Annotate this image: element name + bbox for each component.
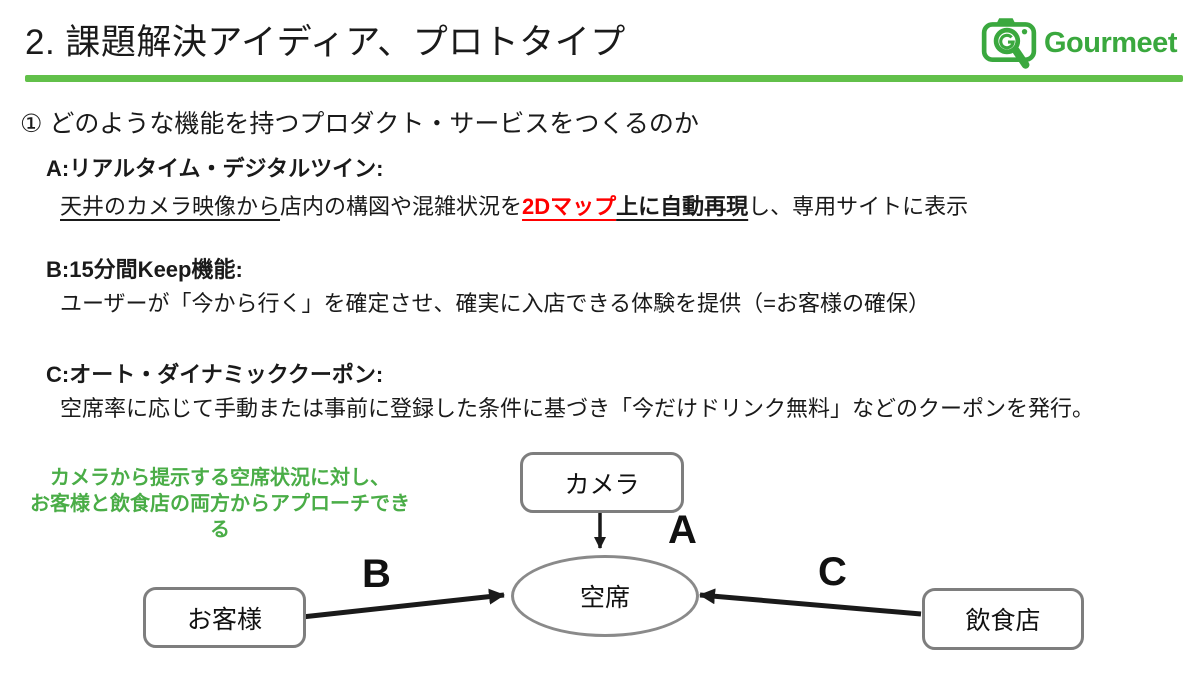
feature-a-heading: A:リアルタイム・デジタルツイン: xyxy=(46,156,384,181)
arrow-restaurant-to-vacancy xyxy=(699,588,922,617)
feature-c-description: 空席率に応じて手動または事前に登録した条件に基づき「今だけドリンク無料」などのク… xyxy=(60,396,1095,421)
diagram-annotation: カメラから提示する空席状況に対し、 お客様と飲食店の両方からアプローチできる xyxy=(24,465,416,543)
gourmeet-logo: Gourmeet xyxy=(981,12,1177,75)
feature-a-desc-red-highlight: 2Dマップ xyxy=(522,194,617,219)
section-question: ① どのような機能を持つプロダクト・サービスをつくるのか xyxy=(20,110,699,138)
feature-b-heading: B:15分間Keep機能: xyxy=(46,257,243,282)
feature-a-desc-plain1: 店内の構図や混雑状況を xyxy=(280,194,523,219)
flow-label-c: C xyxy=(818,550,847,594)
node-vacancy: 空席 xyxy=(511,555,699,637)
page-title: 2. 課題解決アイディア、プロトタイプ xyxy=(25,23,626,62)
feature-a-description: 天井のカメラ映像から店内の構図や混雑状況を2Dマップ上に自動再現し、専用サイトに… xyxy=(60,189,968,221)
feature-b-description: ユーザーが「今から行く」を確定させ、確実に入店できる体験を提供（=お客様の確保） xyxy=(60,291,930,316)
flow-label-a: A xyxy=(668,508,697,552)
feature-a-desc-underlined: 天井のカメラ映像から xyxy=(60,194,281,219)
feature-c-heading: C:オート・ダイナミッククーポン: xyxy=(46,362,384,387)
logo-wordmark: Gourmeet xyxy=(1044,27,1177,59)
camera-magnifier-icon xyxy=(981,12,1037,75)
diagram-annotation-line2: お客様と飲食店の両方からアプローチできる xyxy=(30,493,410,541)
node-restaurant: 飲食店 xyxy=(922,588,1084,650)
feature-a-desc-plain2: し、専用サイトに表示 xyxy=(748,194,969,219)
arrow-customer-to-vacancy xyxy=(301,588,505,620)
feature-a-desc-bold: 上に自動再現 xyxy=(616,194,749,219)
flow-label-b: B xyxy=(362,552,391,596)
diagram-annotation-line1: カメラから提示する空席状況に対し、 xyxy=(50,467,390,489)
node-customer: お客様 xyxy=(143,587,306,648)
green-divider-line xyxy=(25,75,1183,82)
node-camera: カメラ xyxy=(520,452,684,513)
